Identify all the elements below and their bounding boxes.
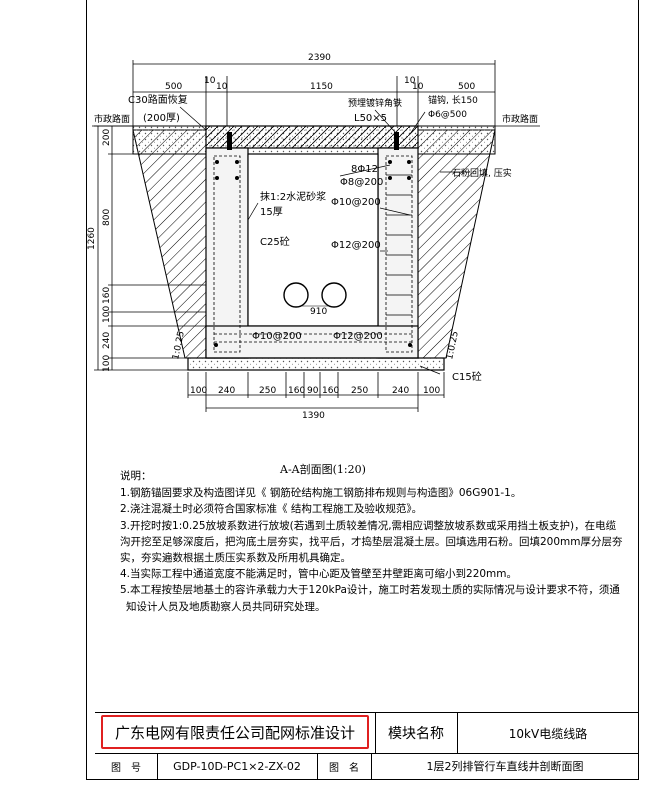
svg-text:锚钩, 长150: 锚钩, 长150 — [428, 94, 478, 106]
svg-text:10: 10 — [404, 76, 416, 86]
svg-text:Φ10@200: Φ10@200 — [252, 331, 302, 342]
company-name: 广东电网有限责任公司配网标准设计 — [101, 715, 369, 749]
note-line: 知设计人员及地质勘察人员共同研究处理。 — [126, 600, 326, 613]
note-line: 4.当实际工程中通道宽度不能满足时，管中心距及管壁至井壁距离可缩小到220mm。 — [120, 568, 518, 581]
drawing-frame — [86, 0, 639, 780]
cover-slab — [205, 125, 419, 149]
svg-text:Φ10@200: Φ10@200 — [331, 197, 381, 208]
svg-text:C15砼: C15砼 — [452, 370, 482, 383]
angle-steel-right — [394, 132, 399, 150]
title-block: 广东电网有限责任公司配网标准设计 模块名称 10kV电缆线路 图 号 GDP-1… — [95, 712, 639, 779]
svg-text:10: 10 — [204, 76, 216, 86]
svg-text:100: 100 — [102, 355, 112, 372]
svg-text:15厚: 15厚 — [260, 206, 283, 218]
notes-heading: 说明： — [120, 470, 152, 482]
left-trench-wall — [132, 129, 207, 359]
svg-text:(200厚): (200厚) — [143, 112, 180, 124]
svg-text:500: 500 — [458, 82, 475, 92]
note-line: 5.本工程按垫层地基土的容许承载力大于120kPa设计，施工时若发现土质的实际情… — [120, 584, 620, 597]
svg-text:160: 160 — [322, 386, 339, 396]
svg-text:90: 90 — [307, 386, 319, 396]
chamber — [247, 153, 379, 327]
svg-text:250: 250 — [259, 386, 276, 396]
section-caption: A-A剖面图(1:20) — [280, 463, 366, 476]
svg-text:Φ8@200: Φ8@200 — [340, 177, 383, 188]
svg-text:800: 800 — [102, 209, 112, 226]
svg-text:910: 910 — [310, 307, 327, 317]
svg-text:100: 100 — [423, 386, 440, 396]
note-line: 2.浇注混凝土时必须符合国家标准《 结构工程施工及验收规范》。 — [120, 503, 423, 516]
svg-text:160: 160 — [102, 287, 112, 304]
svg-text:1260: 1260 — [87, 227, 97, 250]
svg-text:250: 250 — [351, 386, 368, 396]
note-line: 3.开挖时按1:0.25放坡系数进行放坡(若遇到土质较差情况,需相应调整放坡系数… — [120, 519, 617, 532]
left-wall — [205, 147, 249, 359]
svg-text:10: 10 — [412, 82, 424, 92]
title-row-2: 图 号 GDP-10D-PC1×2-ZX-02 图 名 1层2列排管行车直线井剖… — [95, 753, 639, 779]
svg-text:240: 240 — [102, 332, 112, 349]
svg-text:Φ12@200: Φ12@200 — [331, 240, 381, 251]
note-line: 1.钢筋锚固要求及构造图详见《 钢筋砼结构施工钢筋排布规则与构造图》06G901… — [120, 487, 522, 500]
svg-text:10: 10 — [216, 82, 228, 92]
svg-text:预埋镀锌角铁: 预埋镀锌角铁 — [348, 97, 402, 109]
title-row-1: 广东电网有限责任公司配网标准设计 模块名称 10kV电缆线路 — [95, 713, 639, 754]
drawing-name-value: 1层2列排管行车直线井剖断面图 — [426, 760, 584, 773]
c15-blinding — [187, 357, 445, 371]
svg-text:160: 160 — [288, 386, 305, 396]
angle-steel-left — [227, 132, 232, 150]
road-left-label: 市政路面 — [94, 113, 130, 125]
svg-text:Φ12@200: Φ12@200 — [333, 331, 383, 342]
dim-overall-top: 2390 — [308, 53, 331, 63]
pipe-left — [283, 282, 309, 308]
svg-text:石粉回填, 压实: 石粉回填, 压实 — [452, 167, 512, 179]
module-value: 10kV电缆线路 — [508, 726, 588, 741]
svg-text:C25砼: C25砼 — [260, 235, 290, 248]
drawing-name-label: 图 名 — [329, 762, 359, 774]
pipe-right — [321, 282, 347, 308]
drawing-no-value: GDP-10D-PC1×2-ZX-02 — [173, 759, 301, 773]
svg-text:L50×5: L50×5 — [354, 113, 387, 124]
drawing-no-label: 图 号 — [111, 762, 141, 774]
svg-text:Φ6@500: Φ6@500 — [428, 110, 467, 120]
svg-text:C30路面恢复: C30路面恢复 — [128, 93, 188, 106]
svg-text:1150: 1150 — [310, 82, 333, 92]
svg-text:200: 200 — [102, 129, 112, 146]
svg-text:500: 500 — [165, 82, 182, 92]
svg-text:240: 240 — [218, 386, 235, 396]
svg-text:8Φ12: 8Φ12 — [351, 164, 378, 175]
svg-text:100: 100 — [102, 306, 112, 323]
note-line: 实，夯实遍数根据土质压实系数及所用机具确定。 — [120, 552, 351, 565]
note-line: 沟开挖至足够深度后，把沟底土层夯实，找平后，才捣垫层混凝土层。回填选用石粉。回填… — [120, 535, 623, 548]
right-trench-wall — [417, 129, 496, 359]
svg-text:抹1:2水泥砂浆: 抹1:2水泥砂浆 — [260, 190, 326, 203]
svg-text:100: 100 — [190, 386, 207, 396]
module-label: 模块名称 — [388, 726, 444, 742]
road-right-label: 市政路面 — [502, 113, 538, 125]
svg-text:240: 240 — [392, 386, 409, 396]
dim-overall-bottom: 1390 — [302, 411, 325, 421]
notes: 说明： 1.钢筋锚固要求及构造图详见《 钢筋砼结构施工钢筋排布规则与构造图》06… — [120, 468, 623, 615]
